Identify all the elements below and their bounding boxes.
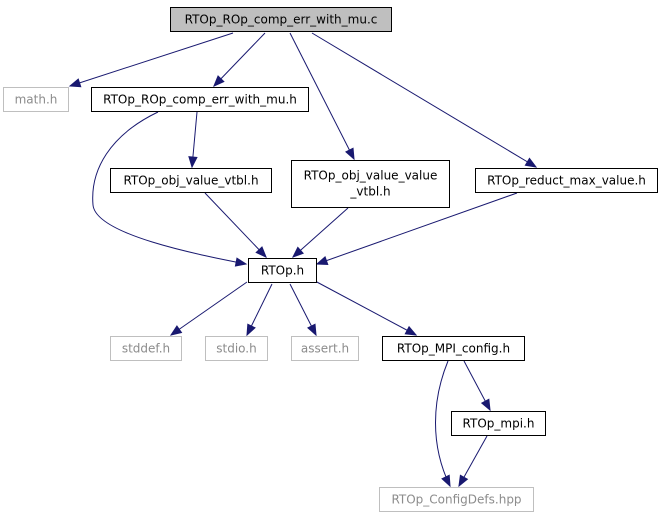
edge-line (69, 32, 234, 87)
node-label: stddef.h (122, 342, 170, 356)
edge-line (213, 32, 266, 87)
node-box (110, 168, 272, 193)
edge-root-to-obj_value_value_vtbl_h (289, 32, 355, 161)
node-box (475, 168, 658, 193)
node-label: stdio.h (216, 342, 256, 356)
node-box (382, 336, 525, 361)
node-label-line: _vtbl.h (349, 185, 390, 199)
node-label: RTOp_ROp_comp_err_with_mu.h (103, 93, 297, 107)
node-box (205, 336, 268, 361)
edge-line (92, 111, 247, 265)
node-label: RTOp_reduct_max_value.h (487, 174, 646, 188)
edge-reduct_max_value_h-to-rtop_h (315, 192, 518, 265)
edge-rtop_h-to-assert_h (289, 283, 317, 337)
node-box (451, 411, 546, 436)
edge-rtop_h-to-stddef_h (169, 281, 248, 336)
node-box (291, 336, 359, 361)
node-label: RTOp_ConfigDefs.hpp (391, 493, 521, 507)
node-root[interactable]: RTOp_ROp_comp_err_with_mu.c (170, 7, 392, 32)
nodes-layer: RTOp_ROp_comp_err_with_mu.c math.h RTOp_RO… (3, 7, 658, 512)
edge-obj_value_vtbl_h-to-rtop_h (204, 192, 267, 258)
node-obj-value-vtbl-h[interactable]: RTOp_obj_value_vtbl.h (110, 168, 272, 193)
arrow-head-icon (315, 256, 329, 265)
node-assert-h[interactable]: assert.h (291, 336, 359, 361)
node-box (170, 7, 392, 32)
node-rtop-h[interactable]: RTOp.h (248, 258, 317, 283)
edge-comp_err_h-to-rtop_h (92, 111, 248, 267)
node-label: RTOp_obj_value_vtbl.h (123, 174, 258, 188)
arrow-head-icon (524, 157, 538, 168)
node-label-line: RTOp_obj_value_value (304, 169, 438, 183)
arrow-head-icon (213, 75, 225, 87)
arrow-head-icon (255, 246, 267, 258)
edge-comp_err_h-to-obj_value_vtbl_h (188, 111, 198, 169)
arrow-head-icon (68, 78, 82, 88)
arrow-head-icon (234, 257, 248, 267)
arrow-head-icon (480, 398, 491, 412)
node-box (248, 258, 317, 283)
node-math-h[interactable]: math.h (3, 87, 69, 112)
edge-line (316, 192, 518, 265)
edge-line (435, 360, 451, 487)
node-stdio-h[interactable]: stdio.h (205, 336, 268, 361)
arrow-head-icon (188, 156, 198, 169)
arrow-head-icon (404, 325, 418, 336)
edge-line (204, 192, 267, 258)
node-label: RTOp_mpi.h (463, 417, 535, 431)
edge-line (314, 280, 417, 336)
edges-layer (68, 32, 538, 488)
node-configdefs-hpp[interactable]: RTOp_ConfigDefs.hpp (379, 487, 534, 512)
edge-rtop_h-to-mpi_config_h (314, 280, 418, 336)
arrow-head-icon (458, 474, 469, 488)
node-label: RTOp_MPI_config.h (397, 342, 510, 356)
edge-root-to-comp_err_h (213, 32, 266, 87)
edge-line (292, 207, 349, 258)
edge-mpi_config_h-to-mpi_h (463, 360, 491, 412)
edge-line (289, 32, 355, 160)
edge-line (170, 281, 248, 336)
node-box (91, 87, 309, 112)
node-comp-err-h[interactable]: RTOp_ROp_comp_err_with_mu.h (91, 87, 309, 112)
arrow-head-icon (441, 474, 451, 488)
node-mpi-h[interactable]: RTOp_mpi.h (451, 411, 546, 436)
arrow-head-icon (345, 147, 355, 161)
node-box (379, 487, 534, 512)
node-label: math.h (15, 93, 58, 107)
node-mpi-config-h[interactable]: RTOp_MPI_config.h (382, 336, 525, 361)
edge-root-to-math_h (68, 32, 234, 88)
edge-root-to-reduct_max_value_h (311, 32, 538, 168)
arrow-head-icon (246, 323, 256, 337)
edge-rtop_h-to-stdio_h (246, 283, 273, 337)
edge-obj_value_value_vtbl_h-to-rtop_h (291, 207, 349, 258)
edge-mpi_h-to-configdefs_hpp (458, 435, 488, 488)
arrow-head-icon (169, 325, 183, 336)
edge-line (311, 32, 537, 168)
node-stddef-h[interactable]: stddef.h (110, 336, 182, 361)
edge-mpi_config_h-to-configdefs_hpp (435, 360, 451, 488)
node-label: RTOp.h (261, 264, 304, 278)
node-box (3, 87, 69, 112)
node-reduct-max-value-h[interactable]: RTOp_reduct_max_value.h (475, 168, 658, 193)
arrow-head-icon (307, 323, 317, 337)
arrow-head-icon (291, 246, 304, 258)
node-obj-value-value-vtbl-h[interactable]: RTOp_obj_value_value _vtbl.h (291, 160, 450, 208)
node-box (110, 336, 182, 361)
node-label: RTOp_ROp_comp_err_with_mu.c (185, 13, 378, 27)
node-label: assert.h (301, 342, 349, 356)
node-box (291, 160, 450, 208)
